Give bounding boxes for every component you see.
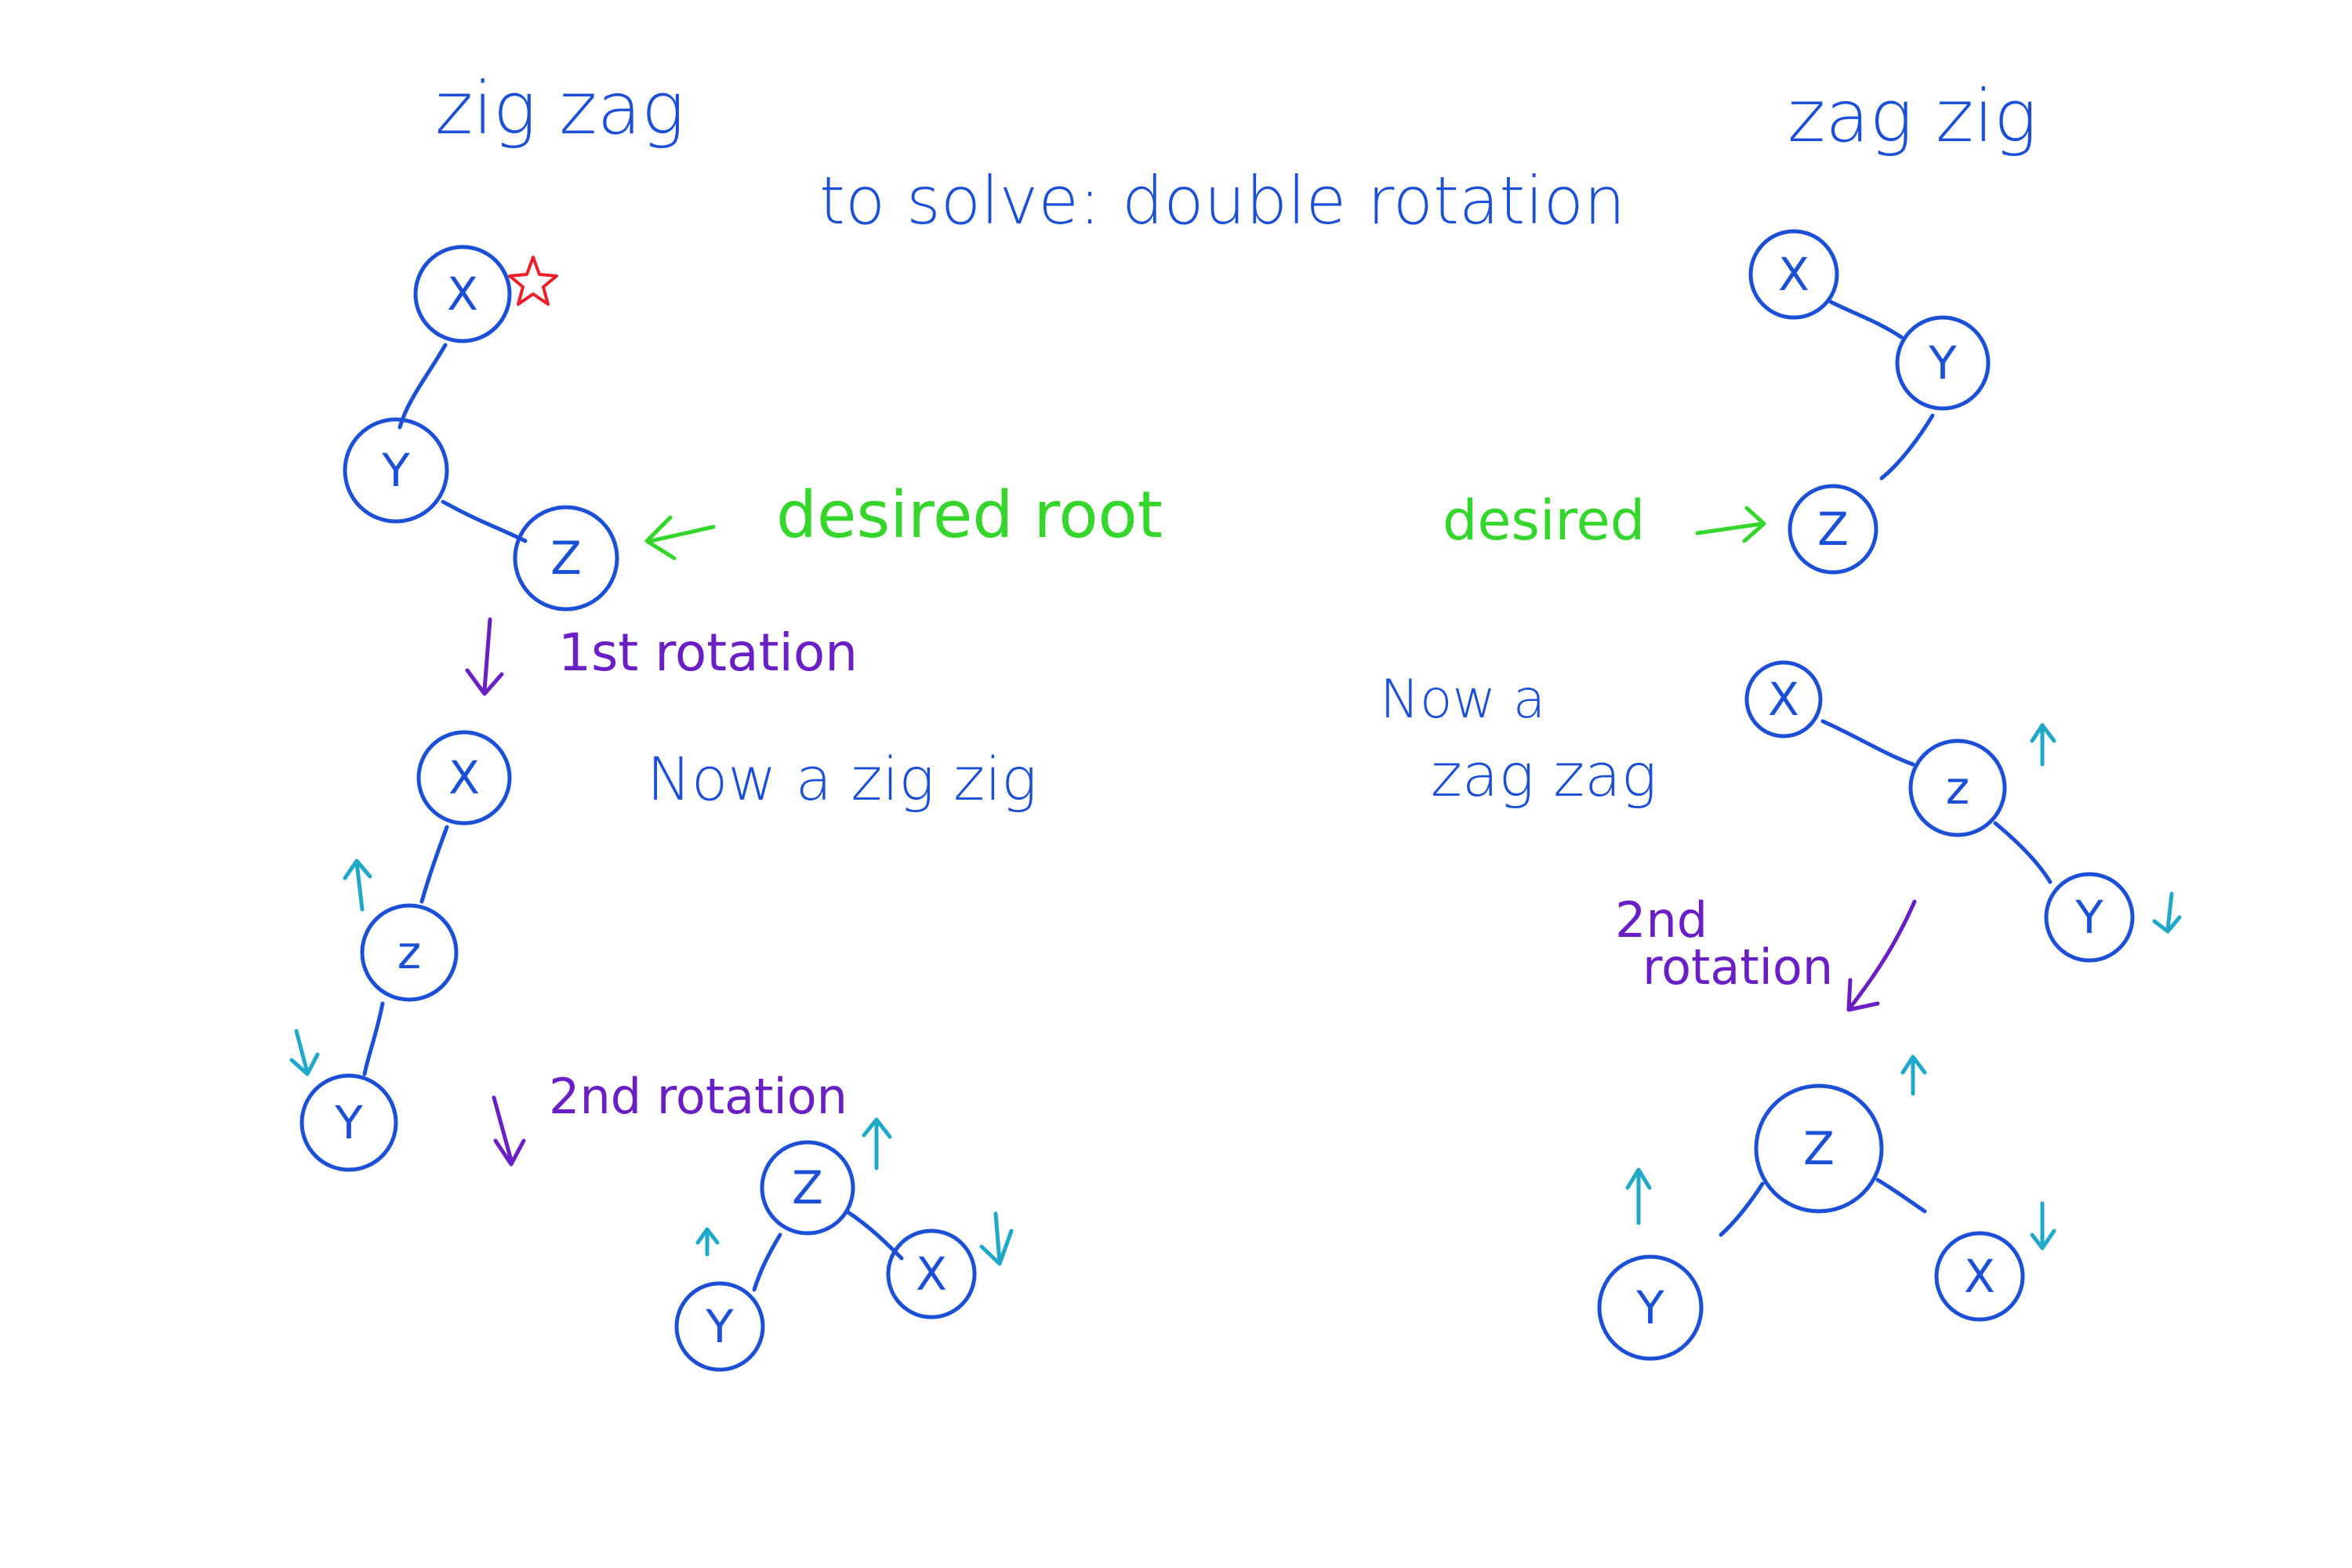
node-z: z — [360, 903, 459, 1002]
svg-text:Y: Y — [1928, 336, 1957, 390]
edge-x-y — [1828, 299, 1904, 339]
node-x: X — [416, 730, 512, 826]
svg-text:X: X — [447, 267, 478, 321]
up-arrow-icon — [695, 1227, 720, 1257]
node-z: Z — [760, 1140, 855, 1236]
edge-z-x — [1875, 1178, 1927, 1214]
edge-x-y — [397, 343, 448, 430]
svg-text:Z: Z — [1817, 503, 1849, 556]
edge-z-x — [844, 1209, 904, 1261]
label-2nd-rotation-left: 2nd rotation — [549, 1068, 848, 1125]
svg-text:z: z — [397, 926, 421, 979]
down-arrow-icon — [2152, 891, 2182, 934]
down-arrow-icon — [979, 1211, 1014, 1266]
edge-z-y — [362, 1001, 385, 1076]
title-zag-zig: zag zig — [1788, 74, 2037, 158]
label-desired: desired — [1443, 488, 1645, 553]
edge-y-z — [441, 499, 528, 543]
label-now-a: Now a — [1380, 669, 1545, 731]
label-2nd-rotation-right-line2: rotation — [1642, 938, 1833, 996]
left-arrow-icon — [644, 515, 716, 561]
tree-zigzag-after-first: X z Y — [289, 730, 512, 1172]
node-y: Y — [343, 417, 449, 524]
node-y: Y — [674, 1281, 765, 1372]
svg-text:Y: Y — [381, 444, 410, 497]
svg-text:Y: Y — [334, 1096, 363, 1149]
svg-text:X: X — [1778, 248, 1809, 301]
edge-x-z — [1820, 719, 1915, 767]
node-y: Y — [2044, 872, 2135, 963]
label-zag-zag: zag zag — [1431, 740, 1657, 810]
svg-text:X: X — [1964, 1250, 1995, 1303]
title-zig-zag: zig zag — [435, 67, 684, 151]
svg-text:X: X — [1768, 673, 1799, 726]
down-arrow-icon — [492, 1095, 526, 1167]
label-1st-rotation: 1st rotation — [558, 622, 858, 683]
down-arrow-icon — [2030, 1201, 2056, 1250]
right-arrow-icon — [1695, 506, 1766, 543]
svg-text:Y: Y — [2074, 891, 2103, 944]
node-z: Z — [1788, 484, 1878, 575]
svg-text:Z: Z — [792, 1161, 823, 1214]
node-y: Y — [1895, 315, 1991, 411]
node-x: X — [886, 1229, 977, 1319]
label-now-a-zig-zig: Now a zig zig — [647, 744, 1037, 814]
tree-zigzag-initial: X Y Z — [343, 245, 619, 612]
tree-zagzig-final: Z Y X — [1597, 1054, 2056, 1361]
svg-text:X: X — [448, 751, 480, 804]
svg-text:X: X — [916, 1247, 947, 1301]
node-x: X — [1934, 1231, 2025, 1322]
edge-x-z — [419, 825, 449, 904]
edge-z-y — [752, 1232, 782, 1292]
svg-text:Y: Y — [1635, 1281, 1664, 1334]
up-arrow-icon — [862, 1117, 892, 1171]
node-y: Y — [299, 1073, 398, 1172]
up-arrow-icon — [343, 858, 372, 912]
svg-text:z: z — [1946, 761, 1969, 815]
star-icon — [508, 256, 558, 306]
svg-text:Z: Z — [1803, 1122, 1835, 1175]
label-desired-root: desired root — [776, 478, 1163, 553]
down-arrow-icon — [289, 1029, 320, 1076]
title-double-rotation: to solve: double rotation — [819, 162, 1625, 239]
edge-y-z — [1879, 413, 1935, 481]
edge-z-y — [1719, 1181, 1765, 1237]
node-z: Z — [1754, 1083, 1884, 1214]
down-left-arrow-icon — [1846, 899, 1917, 1012]
tree-zigzag-final: Z Y X — [674, 1117, 1014, 1372]
node-z: Z — [513, 505, 619, 612]
down-arrow-icon — [465, 617, 504, 696]
node-z: z — [1908, 739, 2007, 837]
tree-zagzig-after-first: X z Y — [1744, 660, 2182, 963]
node-x: X — [1748, 229, 1839, 320]
up-arrow-icon — [2030, 723, 2056, 767]
edge-z-y — [1993, 821, 2053, 884]
node-x: X — [413, 245, 512, 343]
label-2nd-rotation-right-line1: 2nd — [1615, 891, 1708, 949]
node-x: X — [1744, 660, 1823, 739]
node-y: Y — [1597, 1254, 1704, 1361]
svg-text:Z: Z — [550, 532, 582, 585]
svg-text:Y: Y — [705, 1300, 734, 1353]
tree-zagzig-initial: X Y Z — [1748, 229, 1991, 575]
up-arrow-icon — [1900, 1054, 1927, 1096]
up-arrow-icon — [1625, 1167, 1652, 1225]
